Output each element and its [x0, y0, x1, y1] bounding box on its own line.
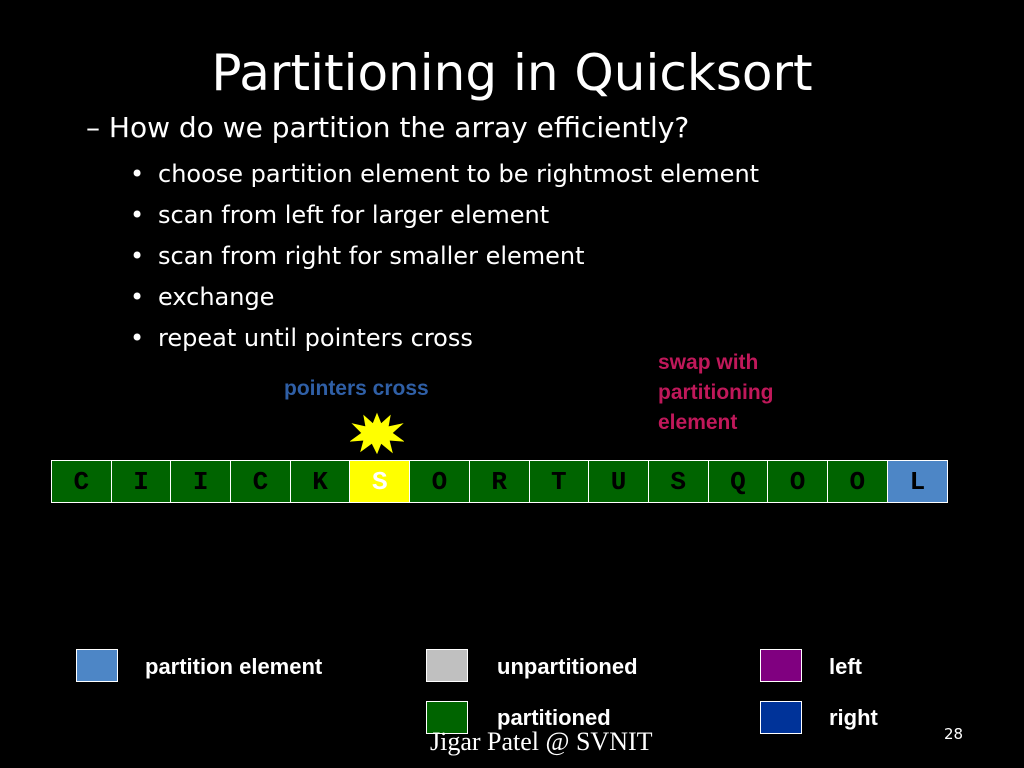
array-cell: O: [410, 461, 470, 502]
legend-swatch-unpartitioned: [426, 649, 468, 682]
legend-label-partitioned: partitioned: [497, 705, 611, 730]
legend-label-partition-element: partition element: [145, 654, 323, 679]
page-number: 28: [944, 725, 964, 743]
bullet-text: scan from right for smaller element: [158, 242, 585, 270]
bullet-list: • choose partition element to be rightmos…: [130, 154, 759, 359]
legend-swatch-partitioned: [426, 701, 468, 734]
bullet-item: • repeat until pointers cross: [130, 318, 759, 359]
array-cell: U: [589, 461, 649, 502]
bullet-dot: •: [130, 283, 145, 311]
starburst-shape: [350, 412, 404, 454]
array-cell: I: [111, 461, 172, 502]
bullet-dot: •: [130, 201, 145, 229]
swap-annotation: swap with partitioning element: [658, 348, 773, 438]
bullet-dot: •: [130, 160, 145, 188]
array-cell: Q: [708, 461, 769, 502]
array-cell: L: [887, 461, 948, 502]
bullet-dot: •: [130, 324, 145, 352]
legend-swatch-left: [760, 649, 802, 682]
bullet-item: • scan from left for larger element: [130, 195, 759, 236]
legend-label-left: left: [829, 654, 862, 679]
legend-swatch-right: [760, 701, 802, 734]
bullet-item: • exchange: [130, 277, 759, 318]
question-bullet: – How do we partition the array efficien…: [86, 111, 690, 144]
bullet-text: choose partition element to be rightmost…: [158, 160, 760, 188]
array-cell: I: [171, 461, 232, 502]
array-cell: T: [529, 461, 590, 502]
legend-swatch-partition-element: [76, 649, 118, 682]
starburst-icon: [350, 412, 404, 454]
array-cell: O: [768, 461, 828, 502]
bullet-item: • choose partition element to be rightmos…: [130, 154, 759, 195]
pointers-cross-annotation: pointers cross: [284, 377, 429, 400]
bullet-dot: •: [130, 242, 145, 270]
bullet-item: • scan from right for smaller element: [130, 236, 759, 277]
swap-annotation-line: element: [658, 411, 738, 434]
legend-label-unpartitioned: unpartitioned: [497, 654, 638, 679]
swap-annotation-line: swap with: [658, 351, 759, 374]
bullet-text: scan from left for larger element: [158, 201, 550, 229]
array-cell: K: [290, 461, 351, 502]
bullet-text: repeat until pointers cross: [158, 324, 473, 352]
footer-author: Jigar Patel @ SVNIT: [430, 727, 653, 756]
array-cell: C: [231, 461, 291, 502]
bullet-text: exchange: [158, 283, 275, 311]
slide-title: Partitioning in Quicksort: [211, 44, 813, 102]
array-cell: R: [469, 461, 530, 502]
array-cell: C: [52, 461, 112, 502]
legend-label-right: right: [829, 705, 878, 730]
swap-annotation-line: partitioning: [658, 381, 774, 404]
array-cell: S: [648, 461, 709, 502]
array-cell: S: [350, 461, 411, 502]
array-cell: O: [827, 461, 888, 502]
